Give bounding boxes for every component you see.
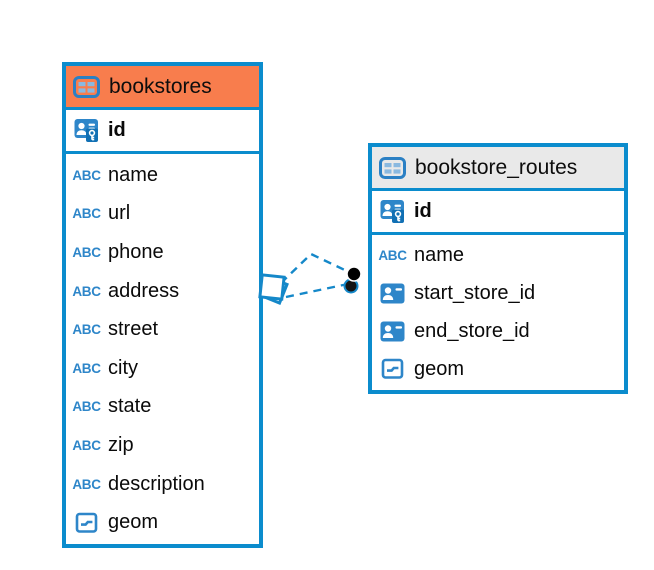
- column-label: zip: [108, 433, 134, 456]
- column-row-url[interactable]: ABC url: [66, 195, 259, 234]
- geometry-icon: [73, 512, 100, 534]
- primary-key-section: id: [372, 191, 624, 235]
- column-label: end_store_id: [414, 319, 530, 342]
- column-row-address[interactable]: ABC address: [66, 272, 259, 311]
- column-label: geom: [108, 511, 159, 534]
- id-card-icon: [379, 283, 406, 304]
- text-icon: ABC: [72, 244, 101, 260]
- column-label: id: [414, 200, 432, 222]
- table-header[interactable]: bookstores: [66, 66, 259, 110]
- column-row-id[interactable]: id: [66, 110, 259, 151]
- column-row-end_store_id[interactable]: end_store_id: [372, 313, 624, 351]
- column-label: url: [108, 202, 131, 225]
- text-icon: ABC: [72, 167, 101, 183]
- table-header[interactable]: bookstore_routes: [372, 147, 624, 191]
- text-icon: ABC: [72, 283, 101, 299]
- column-row-id[interactable]: id: [372, 191, 624, 232]
- table-bookstore-routes[interactable]: bookstore_routes id ABC name start_store_i…: [368, 143, 628, 394]
- text-icon: ABC: [72, 206, 101, 222]
- primary-key-icon: [73, 118, 100, 143]
- column-row-zip[interactable]: ABC zip: [66, 426, 259, 465]
- table-title: bookstores: [109, 74, 212, 98]
- column-row-start_store_id[interactable]: start_store_id: [372, 275, 624, 313]
- text-icon: ABC: [72, 399, 101, 415]
- primary-key-icon: [379, 199, 406, 224]
- geometry-icon: [379, 358, 406, 380]
- one-end-dot-markers[interactable]: [343, 266, 362, 294]
- text-icon: ABC: [72, 322, 101, 338]
- relationship-line-lower[interactable]: [285, 282, 349, 299]
- column-label: street: [108, 318, 159, 341]
- column-label: city: [108, 356, 138, 379]
- id-card-icon: [379, 321, 406, 342]
- table-title: bookstore_routes: [415, 155, 578, 179]
- text-icon: ABC: [378, 248, 407, 264]
- column-row-description[interactable]: ABC description: [66, 465, 259, 504]
- column-label: id: [108, 119, 126, 141]
- column-label: name: [108, 163, 159, 186]
- text-icon: ABC: [72, 437, 101, 453]
- column-label: description: [108, 472, 205, 495]
- column-label: address: [108, 279, 180, 302]
- text-icon: ABC: [72, 476, 101, 492]
- column-row-name[interactable]: ABC name: [372, 237, 624, 275]
- column-row-name[interactable]: ABC name: [66, 156, 259, 195]
- column-row-street[interactable]: ABC street: [66, 310, 259, 349]
- column-label: phone: [108, 240, 164, 263]
- column-label: start_store_id: [414, 282, 536, 305]
- relationship-line-upper[interactable]: [280, 252, 350, 284]
- column-label: state: [108, 395, 152, 418]
- text-icon: ABC: [72, 360, 101, 376]
- primary-key-section: id: [66, 110, 259, 154]
- many-end-square-markers[interactable]: [258, 273, 289, 305]
- column-label: name: [414, 244, 465, 267]
- column-row-city[interactable]: ABC city: [66, 349, 259, 388]
- table-icon: [73, 75, 100, 98]
- table-icon: [379, 156, 406, 179]
- column-row-phone[interactable]: ABC phone: [66, 233, 259, 272]
- column-label: geom: [414, 357, 465, 380]
- column-row-geom[interactable]: geom: [372, 350, 624, 388]
- column-row-state[interactable]: ABC state: [66, 388, 259, 427]
- column-row-geom[interactable]: geom: [66, 503, 259, 542]
